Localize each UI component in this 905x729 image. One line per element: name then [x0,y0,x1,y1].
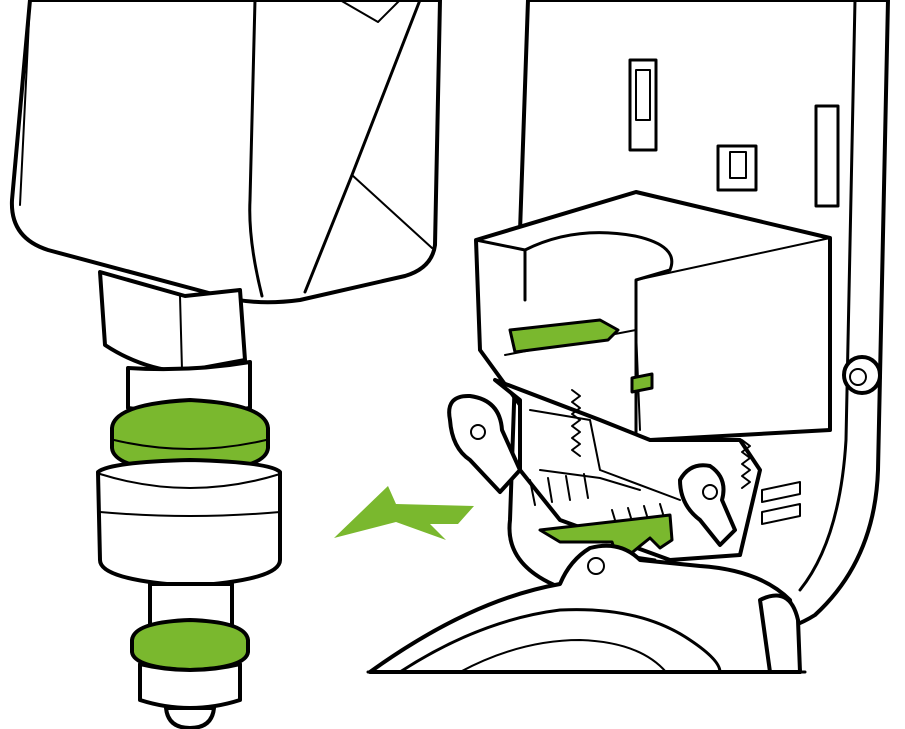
retaining-tab-side [632,374,652,392]
removal-arrow-icon [334,486,474,540]
lower-o-ring [132,620,248,670]
cartridge-tip [140,664,240,708]
cartridge-housing [12,0,440,302]
bottom-mask [365,674,905,729]
cylinder-body [98,460,280,586]
valve-cartridge [12,0,440,728]
dispenser-housing [370,0,888,672]
cartridge-nozzle [166,708,214,728]
hinge-left [449,396,520,492]
